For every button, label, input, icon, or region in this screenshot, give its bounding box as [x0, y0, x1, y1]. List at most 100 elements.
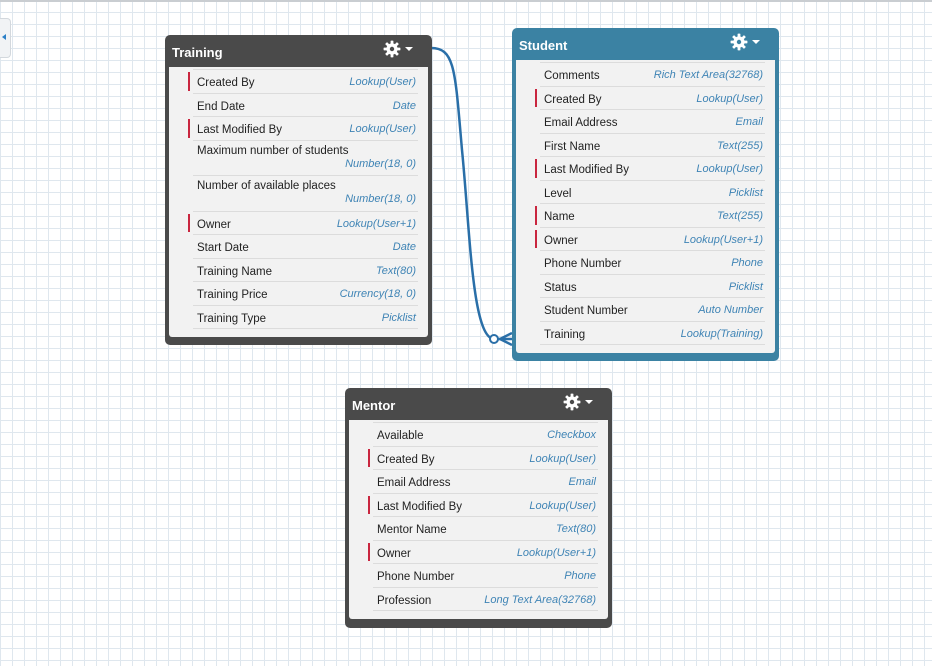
field-name: Phone Number [544, 258, 622, 270]
field-divider [373, 422, 598, 423]
field-name: Last Modified By [544, 164, 630, 176]
field-row[interactable]: Email Address Email [540, 110, 765, 134]
panel-toggle-button[interactable] [0, 18, 11, 58]
field-type: Phone [564, 570, 596, 582]
field-type: Text(80) [376, 264, 416, 277]
field-row[interactable]: Comments Rich Text Area(32768) [540, 63, 765, 87]
object-menu-button[interactable] [383, 39, 414, 59]
field-type: Lookup(User) [696, 163, 763, 175]
field-divider [540, 62, 765, 63]
field-row[interactable]: Mentor Name Text(80) [373, 517, 598, 541]
field-type: Text(80) [556, 523, 596, 535]
field-type: Email [735, 116, 763, 128]
caret-down-icon [752, 40, 760, 44]
field-divider [193, 69, 418, 70]
field-row[interactable]: Available Checkbox [373, 423, 598, 447]
object-header[interactable]: Training [169, 35, 428, 67]
object-card-training[interactable]: Training Cre [165, 35, 432, 345]
field-type: Phone [731, 257, 763, 269]
object-title: Training [172, 45, 223, 60]
object-menu-button[interactable] [730, 32, 761, 52]
field-row[interactable]: Start Date Date [193, 235, 418, 259]
field-name: Created By [544, 93, 602, 106]
field-name: Created By [197, 77, 255, 89]
object-header[interactable]: Mentor [349, 388, 608, 420]
field-name: Last Modified By [197, 124, 283, 136]
field-name: Created By [377, 453, 435, 466]
field-name: Email Address [377, 477, 451, 489]
relationship-line[interactable] [430, 46, 512, 341]
field-name: Start Date [197, 242, 249, 254]
field-name: First Name [544, 140, 601, 153]
field-row[interactable]: Last Modified By Lookup(User) [368, 494, 598, 517]
object-card-student[interactable]: Student Comm [512, 28, 779, 361]
field-type: Lookup(User) [529, 499, 596, 512]
object-menu-button[interactable] [563, 392, 594, 412]
object-card-mentor[interactable]: Mentor Avail [345, 388, 612, 628]
field-row[interactable]: Status Picklist [540, 275, 765, 298]
object-header[interactable]: Student [516, 28, 775, 60]
field-type: Rich Text Area(32768) [653, 69, 763, 81]
object-title: Student [519, 38, 568, 53]
field-type: Number(18, 0) [345, 193, 416, 205]
field-row[interactable]: Last Modified By Lookup(User) [535, 157, 765, 181]
field-row[interactable]: Last Modified By Lookup(User) [188, 117, 418, 141]
field-row[interactable]: Level Picklist [540, 181, 765, 204]
field-row[interactable]: Created By Lookup(User) [368, 447, 598, 470]
field-name: End Date [197, 100, 245, 113]
field-name: Available [377, 430, 424, 442]
field-type: Text(255) [716, 139, 763, 152]
field-name: Student Number [544, 305, 628, 317]
field-name: Last Modified By [377, 500, 463, 513]
field-name: Number of available places [197, 180, 336, 192]
field-type: Lookup(User) [349, 123, 416, 135]
field-type: Text(255) [716, 210, 763, 222]
field-row[interactable]: Owner Lookup(User+1) [368, 541, 598, 564]
field-name: Owner [544, 234, 578, 247]
field-name: Mentor Name [377, 524, 447, 536]
object-title: Mentor [352, 398, 396, 413]
field-name: Level [544, 187, 572, 200]
field-type: Date [392, 241, 416, 253]
field-row[interactable]: Name Text(255) [535, 204, 765, 228]
field-type: Number(18, 0) [345, 157, 416, 170]
field-type: Lookup(User) [529, 452, 596, 465]
field-row[interactable]: First Name Text(255) [540, 134, 765, 157]
field-row[interactable]: Training Type Picklist [193, 306, 418, 329]
field-type: Currency(18, 0) [339, 288, 416, 300]
field-name: Owner [197, 218, 231, 231]
field-name: Name [544, 211, 575, 223]
field-name: Email Address [544, 117, 618, 129]
field-type: Picklist [381, 311, 416, 324]
crow-foot-top [499, 331, 513, 341]
field-name: Owner [377, 547, 411, 560]
gear-icon [383, 40, 401, 58]
field-type: Picklist [728, 280, 763, 293]
field-type: Lookup(User+1) [516, 546, 596, 559]
gear-icon [563, 393, 581, 411]
field-type: Checkbox [547, 429, 596, 441]
field-type: Picklist [728, 186, 763, 199]
collapse-left-icon [2, 34, 6, 40]
field-row[interactable]: Phone Number Phone [540, 251, 765, 275]
field-name: Training Type [197, 312, 267, 325]
field-name: Comments [544, 70, 600, 82]
crow-foot-bottom [499, 337, 513, 347]
field-name: Status [544, 281, 577, 294]
